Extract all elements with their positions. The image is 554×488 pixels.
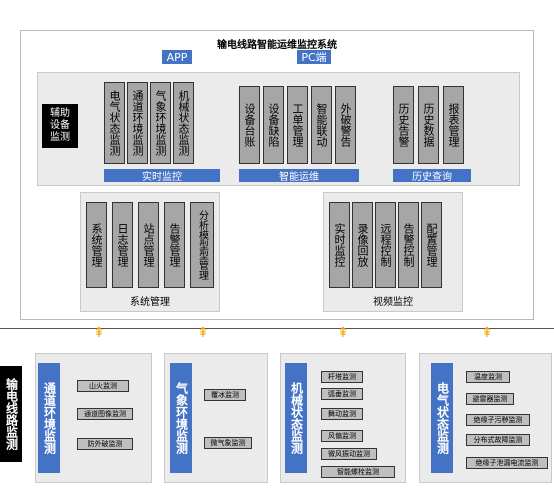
video-item-3[interactable]: 告警控制	[398, 202, 419, 288]
bottom-item-3-0[interactable]: 温度监测	[466, 371, 510, 383]
bottom-item-2-5[interactable]: 智能螺栓监测	[321, 466, 395, 478]
up-arrow-icon: ⇞	[197, 325, 209, 341]
bottom-item-2-1[interactable]: 弧垂监测	[321, 388, 363, 400]
sys-item-0[interactable]: 系统管理	[86, 202, 107, 288]
rt-item-2[interactable]: 气象环境监测	[150, 82, 171, 164]
pc-button[interactable]: PC端	[297, 50, 331, 64]
bottom-item-3-4[interactable]: 绝缘子泄漏电流监测	[466, 457, 548, 469]
bottom-panel-title-1[interactable]: 气象环境监测	[170, 363, 192, 473]
video-item-0[interactable]: 实时监控	[329, 202, 350, 288]
video-item-2[interactable]: 远程控制	[375, 202, 396, 288]
ops-item-4[interactable]: 外破警告	[335, 86, 356, 164]
up-arrow-icon: ⇞	[93, 325, 105, 341]
bottom-item-1-0[interactable]: 覆冰监测	[204, 389, 246, 401]
ops-item-3[interactable]: 智能联动	[311, 86, 332, 164]
video-item-1[interactable]: 录像回放	[352, 202, 373, 288]
system-title: 输电线路智能运维监控系统	[217, 40, 337, 51]
bottom-item-3-2[interactable]: 绝缘子污秽监测	[466, 414, 530, 426]
bottom-item-0-0[interactable]: 山火监测	[77, 380, 129, 392]
app-button[interactable]: APP	[162, 50, 192, 64]
section-divider	[0, 328, 554, 329]
ops-item-1[interactable]: 设备缺陷	[263, 86, 284, 164]
sys-item-3[interactable]: 告警管理	[164, 202, 185, 288]
smart-ops-label[interactable]: 智能运维	[239, 169, 359, 183]
ops-item-0[interactable]: 设备台账	[239, 86, 260, 164]
hist-item-1[interactable]: 历史数据	[418, 86, 439, 164]
system-mgmt-caption: 系统管理	[130, 296, 170, 308]
video-item-4[interactable]: 配置管理	[421, 202, 442, 288]
line-monitoring-label: 输电线路监测	[0, 366, 22, 462]
rt-item-3[interactable]: 机械状态监测	[173, 82, 194, 164]
bottom-item-3-1[interactable]: 避雷器监测	[466, 393, 514, 405]
hist-item-2[interactable]: 报表管理	[443, 86, 464, 164]
aux-device-label-text: 辅助设备监测	[50, 108, 70, 143]
bottom-panel-title-0[interactable]: 通道环境监测	[38, 363, 60, 473]
bottom-panel-title-2[interactable]: 机械状态监测	[285, 363, 307, 473]
video-caption: 视频监控	[373, 296, 413, 308]
sys-item-1[interactable]: 日志管理	[112, 202, 133, 288]
rt-item-1[interactable]: 通道环境监测	[127, 82, 148, 164]
rt-item-0[interactable]: 电气状态监测	[104, 82, 125, 164]
sys-item-4[interactable]: 分析模型型管理	[190, 202, 214, 288]
bottom-item-0-1[interactable]: 通道图像监测	[77, 408, 133, 420]
bottom-item-2-0[interactable]: 杆塔监测	[321, 371, 363, 383]
bottom-item-2-2[interactable]: 舞动监测	[321, 408, 363, 420]
up-arrow-icon: ⇞	[481, 325, 493, 341]
bottom-item-3-3[interactable]: 分布式故障监测	[466, 434, 530, 446]
bottom-item-2-3[interactable]: 风偏监测	[321, 430, 363, 442]
sys-item-2[interactable]: 站点管理	[138, 202, 159, 288]
bottom-panel-title-3[interactable]: 电气状态监测	[431, 363, 453, 473]
aux-device-label: 辅助设备监测	[42, 104, 78, 148]
hist-item-0[interactable]: 历史告警	[393, 86, 414, 164]
bottom-item-1-1[interactable]: 微气象监测	[204, 437, 252, 449]
up-arrow-icon: ⇞	[337, 325, 349, 341]
bottom-item-0-2[interactable]: 防外破监测	[77, 438, 133, 450]
ops-item-2[interactable]: 工单管理	[287, 86, 308, 164]
bottom-item-2-4[interactable]: 微风振动监测	[321, 448, 377, 460]
history-label[interactable]: 历史查询	[393, 169, 471, 183]
realtime-label[interactable]: 实时监控	[104, 169, 220, 183]
line-monitoring-label-text: 输电线路监测	[4, 378, 19, 450]
